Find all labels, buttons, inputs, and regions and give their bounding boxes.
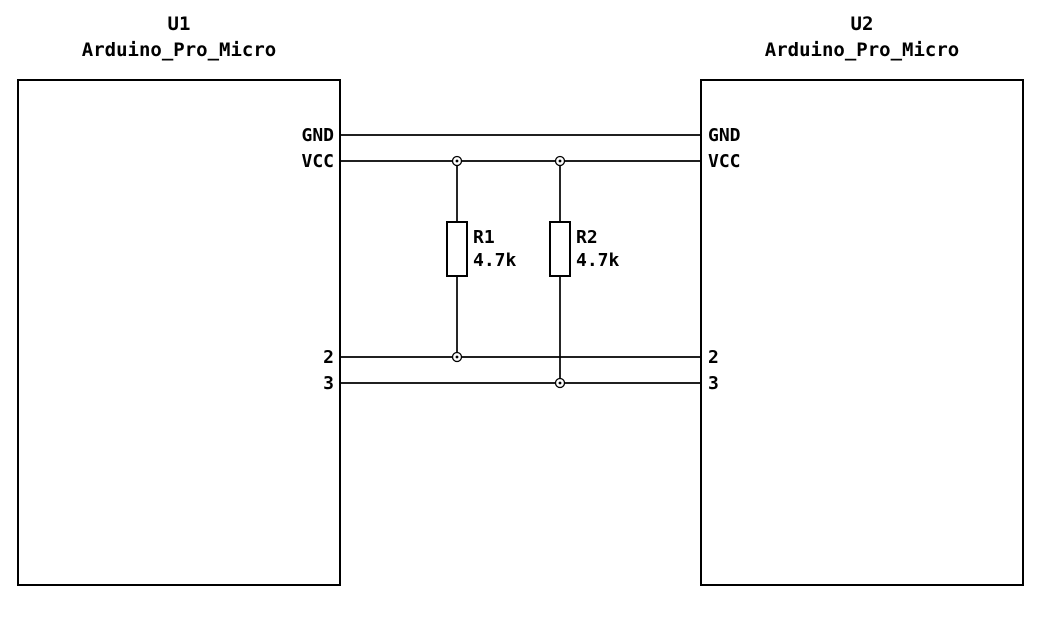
u2-pin-label-2: 2 [708,347,719,368]
r1-ref-label: R1 [473,227,495,248]
junctions [451,155,566,389]
junction-dot [455,355,459,359]
r2-value-label: 4.7k [576,250,620,271]
u1-pin-label-2: 2 [323,347,334,368]
junction-net2-r1 [451,351,463,363]
r2-ref-label: R2 [576,227,598,248]
resistor-r1: R1 4.7k [446,161,517,357]
junction-dot [558,381,562,385]
u2-body [700,79,1024,586]
u1-pin-label-vcc: VCC [301,151,334,172]
u1-ref-label: U1 [168,13,191,35]
junction-vcc-r1 [451,155,463,167]
resistor-r2: R2 4.7k [549,161,620,383]
u2-ref-label: U2 [851,13,874,35]
junction-vcc-r2 [554,155,566,167]
r1-value-label: 4.7k [473,250,517,271]
u1-pin-label-3: 3 [323,373,334,394]
junction-dot [558,159,562,163]
u2-pin-label-gnd: GND [708,125,741,146]
net-wires [340,134,701,384]
u2-value-label: Arduino_Pro_Micro [765,39,959,61]
u2-pin-label-vcc: VCC [708,151,741,172]
junction-net3-r2 [554,377,566,389]
component-u2: U2 Arduino_Pro_Micro GND VCC 2 3 [700,13,1024,586]
component-u1: U1 Arduino_Pro_Micro GND VCC 2 3 [17,13,341,586]
u1-value-label: Arduino_Pro_Micro [82,39,276,61]
r1-body [446,221,468,277]
junction-dot [455,159,459,163]
u2-pin-label-3: 3 [708,373,719,394]
r2-body [549,221,571,277]
u1-body [17,79,341,586]
u1-pin-label-gnd: GND [301,125,334,146]
